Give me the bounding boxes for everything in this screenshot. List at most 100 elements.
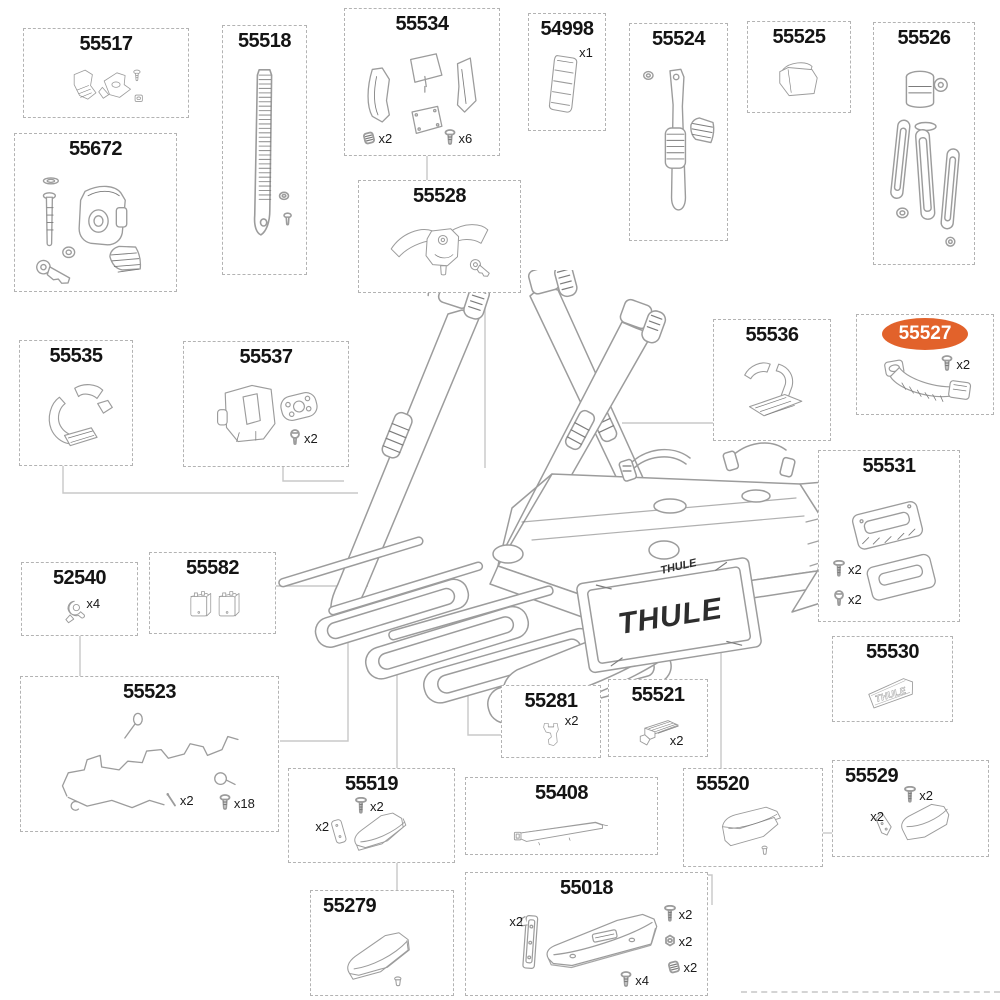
screw-icon xyxy=(941,354,953,371)
part-number[interactable]: 55517 xyxy=(79,33,133,55)
part-number[interactable]: 55534 xyxy=(395,13,449,35)
qty-marker: x1 xyxy=(579,45,593,60)
pin-icon xyxy=(166,793,176,807)
part-box-55527[interactable]: 55527 x2 xyxy=(856,314,994,415)
qty-marker: x2 xyxy=(355,796,384,814)
part-number[interactable]: 55528 xyxy=(412,185,467,207)
qty-marker: x2 xyxy=(315,819,329,834)
qty-marker: x2 xyxy=(363,129,392,146)
part-drawing-arm-strap xyxy=(636,56,721,234)
part-number[interactable]: 52540 xyxy=(52,567,107,589)
screwdome-icon xyxy=(290,428,300,445)
part-number[interactable]: 55408 xyxy=(534,782,589,804)
part-drawing-clamp-pair xyxy=(30,61,182,111)
part-drawing-harness xyxy=(27,709,272,825)
nut-icon xyxy=(664,934,675,946)
part-number[interactable]: 55525 xyxy=(772,26,826,48)
qty-label: x2 xyxy=(683,960,698,976)
screwdome-icon xyxy=(834,590,844,607)
qty-label: x2 xyxy=(378,130,393,146)
part-number[interactable]: 55518 xyxy=(237,30,292,52)
part-drawing-strap-short xyxy=(535,46,599,124)
qty-label: x2 xyxy=(370,798,384,814)
part-number[interactable]: 55529 xyxy=(845,765,899,787)
qty-marker: x2 xyxy=(663,904,693,922)
part-box-55279[interactable]: 55279 xyxy=(310,890,454,996)
qty-label: x6 xyxy=(458,130,473,146)
clip-icon xyxy=(668,961,681,974)
part-box-55523[interactable]: 55523 x2 x18 xyxy=(20,676,279,832)
part-number[interactable]: 55536 xyxy=(745,324,799,346)
part-box-55521[interactable]: 55521 x2 xyxy=(608,679,708,757)
part-box-55519[interactable]: 55519 x2 x2 xyxy=(288,768,455,863)
part-drawing-adapter-rails xyxy=(880,55,968,258)
qty-label: x2 xyxy=(179,792,194,808)
part-box-55524[interactable]: 55524 xyxy=(629,23,728,241)
part-number[interactable]: 55530 xyxy=(865,641,920,663)
thule-plate-logo: THULE xyxy=(616,592,725,641)
part-box-55281[interactable]: 55281 x2 xyxy=(501,685,601,758)
part-box-55518[interactable]: 55518 xyxy=(222,25,307,275)
part-number[interactable]: 55519 xyxy=(344,773,399,795)
cropped-box-edge xyxy=(741,991,1000,993)
qty-label: x2 xyxy=(870,808,884,824)
part-box-55526[interactable]: 55526 xyxy=(873,22,975,265)
part-box-55530[interactable]: 55530 THULE xyxy=(832,636,953,722)
part-number[interactable]: 55531 xyxy=(862,455,916,477)
part-number[interactable]: 55281 xyxy=(524,690,578,712)
part-drawing-rail-bar xyxy=(472,810,651,848)
bike-arm-left xyxy=(330,276,491,620)
part-number[interactable]: 55521 xyxy=(631,684,685,706)
part-box-55517[interactable]: 55517 xyxy=(23,28,189,118)
part-box-55528[interactable]: 55528 xyxy=(358,180,521,293)
part-box-55535[interactable]: 55535 xyxy=(19,340,133,466)
part-box-55537[interactable]: 55537 x2 xyxy=(183,341,349,467)
part-drawing-strap-long xyxy=(229,58,300,268)
part-number[interactable]: 55537 xyxy=(239,346,293,368)
part-number[interactable]: 55520 xyxy=(696,773,750,795)
part-number[interactable]: 54998 xyxy=(540,18,594,40)
highlighted-part-number[interactable]: 55527 xyxy=(882,318,968,350)
part-box-55408[interactable]: 55408 xyxy=(465,777,658,855)
part-box-55672[interactable]: 55672 xyxy=(14,133,177,292)
part-number[interactable]: 55535 xyxy=(49,345,103,367)
part-drawing-blocks-two xyxy=(156,585,269,627)
boltT-icon xyxy=(833,559,845,577)
part-box-55536[interactable]: 55536 xyxy=(713,319,831,441)
qty-marker: x6 xyxy=(444,128,473,146)
qty-marker: x2 xyxy=(509,914,523,929)
qty-marker: x18 xyxy=(219,794,255,811)
qty-marker: x2 xyxy=(670,733,684,748)
part-box-55534[interactable]: 55534 x2 x6 xyxy=(344,8,500,156)
boltT-icon xyxy=(355,796,367,814)
part-number[interactable]: 55526 xyxy=(897,27,951,49)
part-number[interactable]: 55018 xyxy=(559,877,614,899)
qty-label: x4 xyxy=(86,596,101,612)
platform-deck xyxy=(489,442,829,623)
qty-marker: x2 xyxy=(870,809,884,824)
part-number[interactable]: 55279 xyxy=(323,895,377,917)
part-drawing-bracket-small xyxy=(508,718,594,751)
clip-icon xyxy=(363,131,376,145)
part-drawing-cover-set xyxy=(351,41,493,149)
part-number[interactable]: 55523 xyxy=(122,681,177,703)
part-box-55582[interactable]: 55582 xyxy=(149,552,276,634)
part-box-54998[interactable]: 54998 x1 xyxy=(528,13,606,131)
part-drawing-corner-bumper xyxy=(754,54,844,106)
part-number[interactable]: 55672 xyxy=(68,138,123,160)
part-box-55525[interactable]: 55525 xyxy=(747,21,851,113)
boltT-icon xyxy=(904,785,917,803)
qty-label: x2 xyxy=(509,914,524,930)
screw-icon xyxy=(444,128,455,145)
bike-arm-middle xyxy=(527,270,675,561)
part-box-55520[interactable]: 55520 xyxy=(683,768,823,867)
part-box-52540[interactable]: 52540 x4 xyxy=(21,562,138,636)
qty-label: x2 xyxy=(678,906,693,922)
part-number[interactable]: 55524 xyxy=(651,28,706,50)
part-number[interactable]: 55582 xyxy=(185,557,240,579)
part-drawing-plates-two xyxy=(825,483,953,615)
